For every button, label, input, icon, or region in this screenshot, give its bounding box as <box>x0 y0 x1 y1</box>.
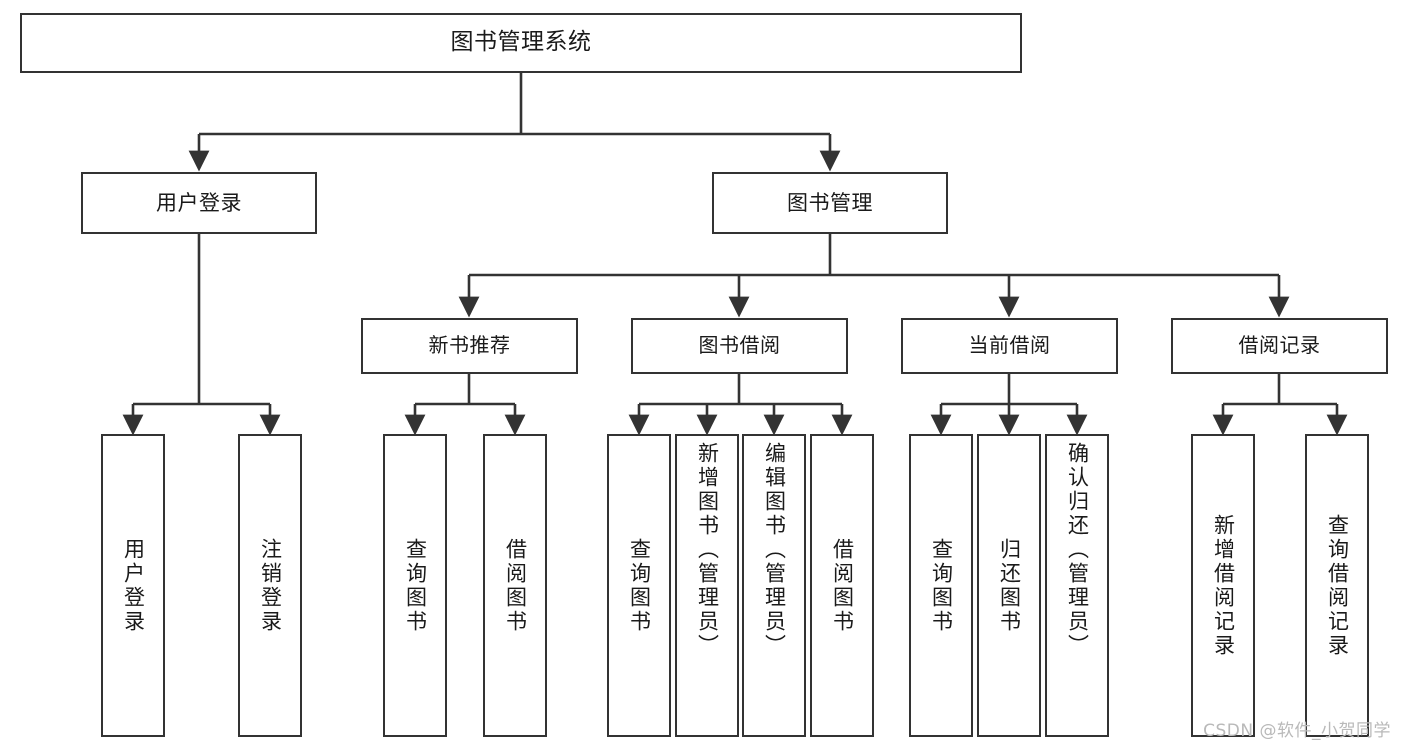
node-leaf-current-borrow-query[interactable]: 查询图书 <box>909 434 973 737</box>
node-leaf-label: 归还图书 <box>997 537 1022 634</box>
node-leaf-label: 查询图书 <box>929 537 954 634</box>
node-borrow-record-label: 借阅记录 <box>1238 333 1321 358</box>
node-book-management-label: 图书管理 <box>787 190 873 215</box>
node-leaf-label: 确认归还（管理员） <box>1065 442 1090 658</box>
node-root-label: 图书管理系统 <box>450 29 592 56</box>
node-leaf-borrow-record-add[interactable]: 新增借阅记录 <box>1191 434 1255 737</box>
node-leaf-borrow-record-query[interactable]: 查询借阅记录 <box>1305 434 1369 737</box>
node-leaf-label: 用户登录 <box>121 537 146 634</box>
watermark-text: CSDN @软件_小贺同学 <box>1203 721 1391 741</box>
node-leaf-current-borrow-confirm[interactable]: 确认归还（管理员） <box>1045 434 1109 737</box>
node-leaf-label: 查询借阅记录 <box>1325 513 1350 658</box>
node-book-borrow[interactable]: 图书借阅 <box>631 318 848 374</box>
node-current-borrow[interactable]: 当前借阅 <box>901 318 1118 374</box>
node-root-book-management-system[interactable]: 图书管理系统 <box>20 13 1022 73</box>
node-leaf-label: 注销登录 <box>258 537 283 634</box>
node-leaf-user-login-signin[interactable]: 用户登录 <box>101 434 165 737</box>
node-leaf-label: 编辑图书（管理员） <box>762 442 787 658</box>
node-leaf-new-book-borrow[interactable]: 借阅图书 <box>483 434 547 737</box>
node-leaf-book-borrow-edit[interactable]: 编辑图书（管理员） <box>742 434 806 737</box>
node-book-management[interactable]: 图书管理 <box>712 172 948 234</box>
node-leaf-label: 查询图书 <box>403 537 428 634</box>
node-new-book-recommend[interactable]: 新书推荐 <box>361 318 578 374</box>
node-leaf-book-borrow-lend[interactable]: 借阅图书 <box>810 434 874 737</box>
node-new-book-recommend-label: 新书推荐 <box>428 333 511 358</box>
node-user-login-label: 用户登录 <box>156 190 242 215</box>
node-book-borrow-label: 图书借阅 <box>698 333 781 358</box>
node-leaf-label: 新增借阅记录 <box>1211 513 1236 658</box>
node-leaf-label: 新增图书（管理员） <box>695 442 720 658</box>
node-leaf-user-login-signout[interactable]: 注销登录 <box>238 434 302 737</box>
node-leaf-label: 借阅图书 <box>830 537 855 634</box>
node-borrow-record[interactable]: 借阅记录 <box>1171 318 1388 374</box>
node-leaf-current-borrow-return[interactable]: 归还图书 <box>977 434 1041 737</box>
node-leaf-book-borrow-query[interactable]: 查询图书 <box>607 434 671 737</box>
node-leaf-book-borrow-add[interactable]: 新增图书（管理员） <box>675 434 739 737</box>
node-current-borrow-label: 当前借阅 <box>968 333 1051 358</box>
node-leaf-label: 查询图书 <box>627 537 652 634</box>
node-leaf-label: 借阅图书 <box>503 537 528 634</box>
node-leaf-new-book-query[interactable]: 查询图书 <box>383 434 447 737</box>
node-user-login[interactable]: 用户登录 <box>81 172 317 234</box>
